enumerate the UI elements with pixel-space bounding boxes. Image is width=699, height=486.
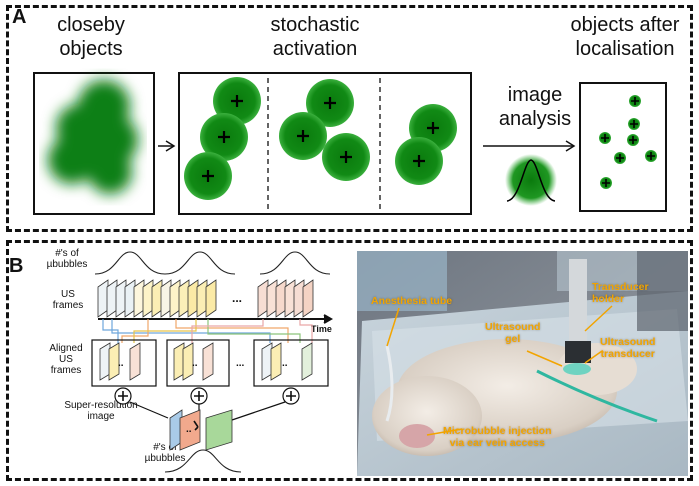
us-frame-stack [97,279,314,318]
routing-lines [102,319,313,343]
panel-b-label: B [9,255,24,277]
super-res-frames [169,409,233,451]
time-label: Time [311,324,332,334]
anesthesia-label: Anesthesia tube [371,295,453,307]
closeby-blob [48,80,138,194]
plus-markers [202,95,439,182]
psf-blob [505,154,557,206]
svg-text:...: ... [236,358,245,369]
bottom-curve [164,449,242,473]
panel-a-label: A [12,6,27,28]
down-arrow [193,420,199,431]
svg-text:..: .. [186,424,192,435]
arrow-1 [158,140,176,152]
aligned-boxes [91,339,329,387]
svg-text:..: .. [282,358,288,369]
localized-plus [601,97,655,187]
panel-a [6,5,693,232]
aligned-ellipses: .. .. ... .. [118,358,288,369]
plus-circles [114,387,300,405]
photo-pointers [386,305,613,436]
time-axis [98,314,334,324]
frames-ellipsis: ... [232,291,242,305]
aligned-frames [99,342,313,381]
gaussian-curve [506,159,556,202]
svg-text:..: .. [118,358,124,369]
top-curves [94,251,331,275]
photo-drawing [357,251,688,476]
svg-text:..: .. [192,358,198,369]
analysis-arrow [483,140,576,152]
after-box [579,82,667,212]
panel-b [6,240,693,481]
